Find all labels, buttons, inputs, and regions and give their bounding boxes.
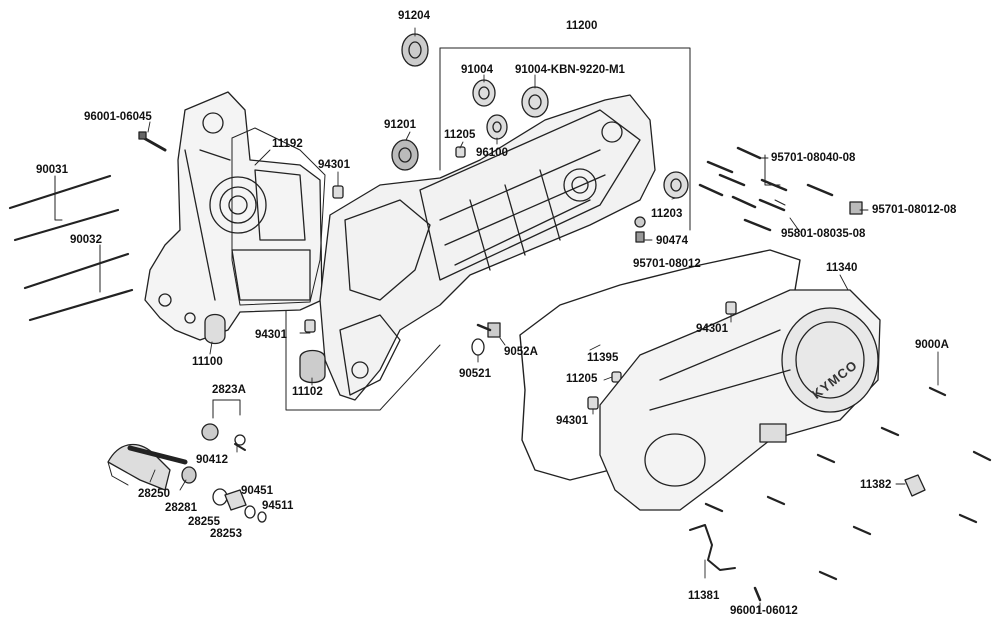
label-11381: 11381 — [688, 590, 720, 602]
bearing-96100 — [486, 114, 508, 140]
seal-11203 — [663, 171, 689, 199]
label-96100: 96100 — [476, 147, 508, 159]
dowel-94301-c — [725, 301, 737, 315]
label-11205-a: 11205 — [444, 129, 476, 141]
label-2823A: 2823A — [212, 384, 246, 396]
callout-frame-lower — [285, 293, 441, 411]
bearing-91204 — [401, 33, 429, 67]
label-91201: 91201 — [384, 119, 416, 131]
label-95701-08012: 95701-08012 — [633, 258, 701, 270]
label-11395: 11395 — [587, 352, 619, 364]
label-90521: 90521 — [459, 368, 491, 380]
label-95801-08035-08: 95801-08035-08 — [781, 228, 866, 240]
label-11205-b: 11205 — [566, 373, 598, 385]
dowel-94301-b — [304, 319, 316, 333]
label-90474: 90474 — [656, 235, 688, 247]
label-94301-a: 94301 — [318, 159, 350, 171]
label-94301-c: 94301 — [255, 329, 287, 341]
label-9000A: 9000A — [915, 339, 949, 351]
bolt-9052A — [476, 322, 501, 338]
bearing-91004-kbn — [521, 86, 549, 118]
bolt-96001-06012 — [753, 586, 762, 602]
label-11100: 11100 — [192, 356, 223, 368]
callout-frame-11200 — [439, 47, 691, 231]
bolt-9000A — [928, 386, 947, 397]
kick-starter-28250 — [107, 443, 188, 491]
label-28255: 28255 — [188, 516, 220, 528]
label-94301-b: 94301 — [696, 323, 728, 335]
label-11192: 11192 — [272, 138, 303, 150]
bearing-91004 — [472, 79, 496, 107]
label-11200: 11200 — [566, 20, 598, 32]
bracket-11381 — [689, 524, 736, 571]
gasket-11192 — [231, 127, 326, 306]
label-11382: 11382 — [860, 479, 892, 491]
washer-90451 — [244, 505, 256, 519]
label-90031: 90031 — [36, 164, 68, 176]
dowel-94301-d — [587, 396, 599, 410]
cover-bolts — [704, 426, 992, 581]
label-11340: 11340 — [826, 262, 858, 274]
label-95701-08040-08: 95701-08040-08 — [771, 152, 856, 164]
label-9052A: 9052A — [504, 346, 538, 358]
dowel-94301-a — [332, 185, 344, 199]
bolt-96001-06045 — [138, 131, 167, 152]
label-96001-06045: 96001-06045 — [84, 111, 152, 123]
pin-11205 — [455, 146, 466, 158]
label-94301-d: 94301 — [556, 415, 588, 427]
cover-11340 — [599, 289, 881, 511]
clamp-11382 — [904, 474, 926, 497]
label-90412: 90412 — [196, 454, 228, 466]
oil-seal-11102 — [299, 349, 326, 384]
studs-90031-90032 — [8, 174, 134, 322]
label-91204: 91204 — [398, 10, 430, 22]
cap-95701-08012-08 — [849, 201, 863, 215]
label-28253: 28253 — [210, 528, 242, 540]
label-28281: 28281 — [165, 502, 197, 514]
washer-28255 — [212, 488, 228, 506]
drain-plug-90474 — [634, 216, 646, 243]
label-11203: 11203 — [651, 208, 683, 220]
label-94511: 94511 — [262, 500, 294, 512]
label-91004-kbn: 91004-KBN-9220-M1 — [515, 64, 625, 76]
label-28250: 28250 — [138, 488, 170, 500]
washer-90521 — [471, 338, 485, 356]
right-crankcase-11200 — [319, 94, 656, 401]
seal-91201 — [391, 139, 419, 171]
bushing-28253 — [224, 489, 247, 511]
washer-28281 — [181, 466, 197, 484]
label-90451: 90451 — [241, 485, 273, 497]
left-crankcase-11100 — [144, 91, 323, 345]
leader-lines — [147, 27, 939, 613]
label-91004: 91004 — [461, 64, 493, 76]
label-96001-06012: 96001-06012 — [730, 605, 798, 617]
label-11102: 11102 — [292, 386, 323, 398]
spring-2823A — [201, 423, 246, 451]
label-90032: 90032 — [70, 234, 102, 246]
clip-94511 — [257, 511, 267, 523]
label-95701-08012-08: 95701-08012-08 — [872, 204, 957, 216]
